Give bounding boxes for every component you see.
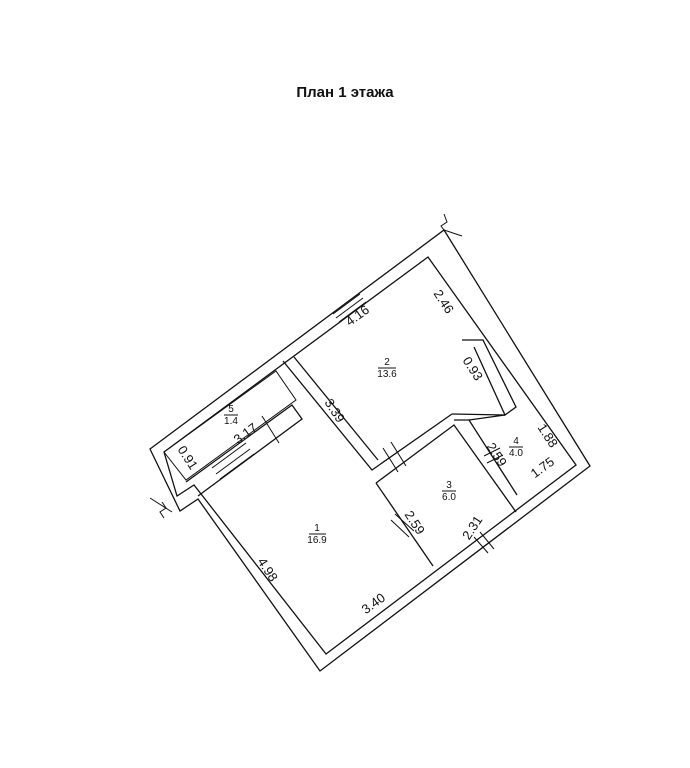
room-4-walls xyxy=(468,414,506,421)
dimension-label: 3.40 xyxy=(359,590,388,617)
dimension-label: 4.98 xyxy=(255,555,281,584)
door-room5 xyxy=(211,442,255,480)
dimension-label: 3.39 xyxy=(322,396,348,425)
dimension-label: 4.16 xyxy=(343,302,372,329)
dimension-label: 0.91 xyxy=(175,443,201,472)
door-ticks xyxy=(261,415,504,554)
room-area: 4.0 xyxy=(509,448,523,459)
dimension-label: 2.31 xyxy=(459,513,485,542)
page-title: План 1 этажа xyxy=(296,84,394,101)
break-line-top xyxy=(440,213,463,237)
dimension-label: 2.59 xyxy=(402,508,428,537)
break-line-left xyxy=(149,497,173,519)
dimension-label: 0.93 xyxy=(460,354,486,383)
window-top xyxy=(332,293,367,323)
room-number: 5 xyxy=(228,404,234,415)
room-label-3: 3 6.0 xyxy=(442,480,456,503)
room-label-5: 5 1.4 xyxy=(224,404,238,427)
room-label-1: 1 16.9 xyxy=(307,523,327,546)
room-area: 6.0 xyxy=(442,492,456,503)
room-area: 16.9 xyxy=(307,535,327,546)
room-label-4: 4 4.0 xyxy=(509,436,523,459)
room-area: 1.4 xyxy=(224,416,238,427)
dimension-label: 1.88 xyxy=(535,421,561,450)
room-label-2: 2 13.6 xyxy=(377,357,397,380)
room-number: 1 xyxy=(314,523,320,534)
room-number: 3 xyxy=(446,480,452,491)
room-2-walls xyxy=(282,339,517,471)
room-area: 13.6 xyxy=(377,369,397,380)
dimension-label: 1.75 xyxy=(528,454,557,481)
room-number: 2 xyxy=(384,357,390,368)
room-number: 4 xyxy=(513,436,519,447)
